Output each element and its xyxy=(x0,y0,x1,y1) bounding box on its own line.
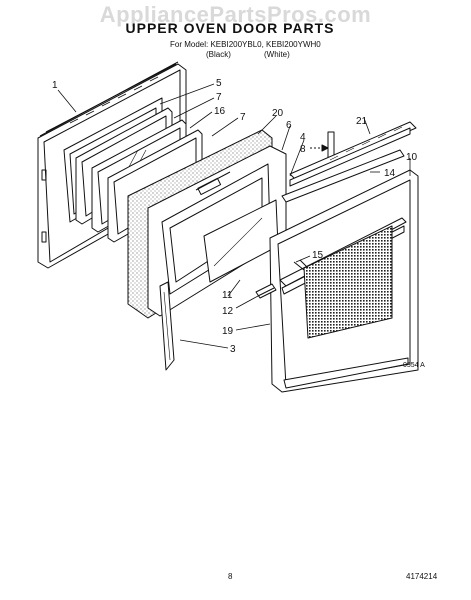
callout-19: 19 xyxy=(222,326,234,337)
callout-21: 21 xyxy=(356,116,368,127)
glass-retainer-14 xyxy=(281,149,405,203)
callout-11: 11 xyxy=(222,290,233,301)
door-gasket-strip xyxy=(159,281,175,371)
callout-10: 10 xyxy=(406,152,418,163)
handle-bracket xyxy=(255,283,277,299)
callout-14: 14 xyxy=(384,168,396,179)
callout-1: 1 xyxy=(52,80,58,91)
callout-4: 4 xyxy=(300,132,306,143)
callout-16: 16 xyxy=(214,106,226,117)
page-number: 8 xyxy=(228,572,233,581)
callout-20: 20 xyxy=(272,108,284,119)
callout-12: 12 xyxy=(222,306,234,317)
outer-glass-frame xyxy=(269,169,419,393)
figure-code: 0554 A xyxy=(403,362,425,369)
callout-3: 3 xyxy=(230,344,236,355)
callout-8: 8 xyxy=(300,144,306,155)
callout-7-lower: 7 xyxy=(240,112,246,123)
callout-5: 5 xyxy=(216,78,222,89)
watermark: AppliancePartsPros.com xyxy=(99,2,372,27)
callout-6: 6 xyxy=(286,120,292,131)
clip-15 xyxy=(293,259,309,271)
document-number: 4174214 xyxy=(406,572,438,581)
variant-black: (Black) xyxy=(206,50,231,59)
variant-white: (White) xyxy=(264,50,290,59)
page-title: UPPER OVEN DOOR PARTS xyxy=(125,20,335,36)
leader-lines xyxy=(57,83,411,349)
callout-15: 15 xyxy=(312,250,324,261)
callout-7-upper: 7 xyxy=(216,92,222,103)
hinge-bracket xyxy=(310,131,335,163)
top-vent-trim xyxy=(289,121,417,187)
model-line: For Model: KEBI200YBL0, KEBI200YWH0 xyxy=(170,40,321,49)
